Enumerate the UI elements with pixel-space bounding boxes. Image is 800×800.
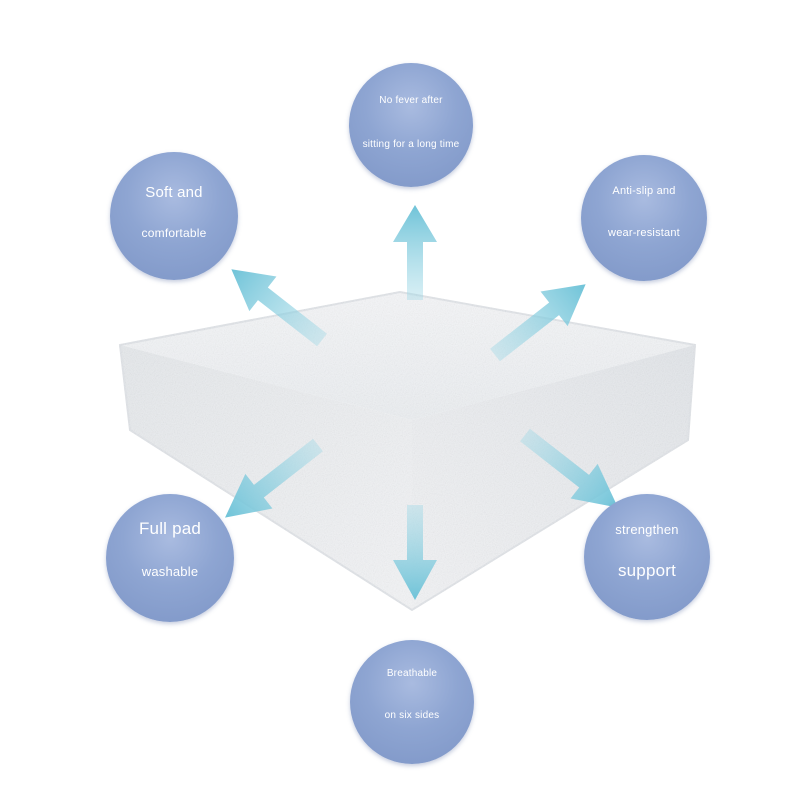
feature-line-2: wear-resistant [608,227,680,239]
feature-line-2: support [617,561,677,580]
feature-line-2: comfortable [141,226,207,240]
feature-bubble-washable: Full pad washable [106,494,234,622]
feature-line-1: Anti-slip and [612,185,676,197]
feature-line-1: Soft and [145,184,203,201]
arrow-down [393,505,437,600]
feature-bubble-breathable: Breathable on six sides [350,640,474,764]
feature-bubble-support: strengthen support [584,494,710,620]
feature-line-2: sitting for a long time [362,139,460,150]
cushion-outline [118,290,697,612]
arrow-down-left [225,438,323,518]
cushion-right-face [412,345,695,610]
feature-line-2: washable [141,564,199,579]
arrow-up-left [231,269,327,347]
feature-bubble-anti-slip: Anti-slip and wear-resistant [581,155,707,281]
feature-line-1: strengthen [615,522,679,537]
feature-bubble-soft: Soft and comfortable [110,152,238,280]
cushion-top-face [120,292,695,420]
feature-line-1: Full pad [138,519,202,538]
arrow-up [393,205,437,300]
feature-bubble-no-fever: No fever after sitting for a long time [349,63,473,187]
feature-line-2: on six sides [384,710,440,721]
feature-line-1: Breathable [386,668,438,679]
arrow-up-right [490,284,586,362]
feature-line-1: No fever after [379,95,443,106]
arrow-down-right [520,428,618,508]
